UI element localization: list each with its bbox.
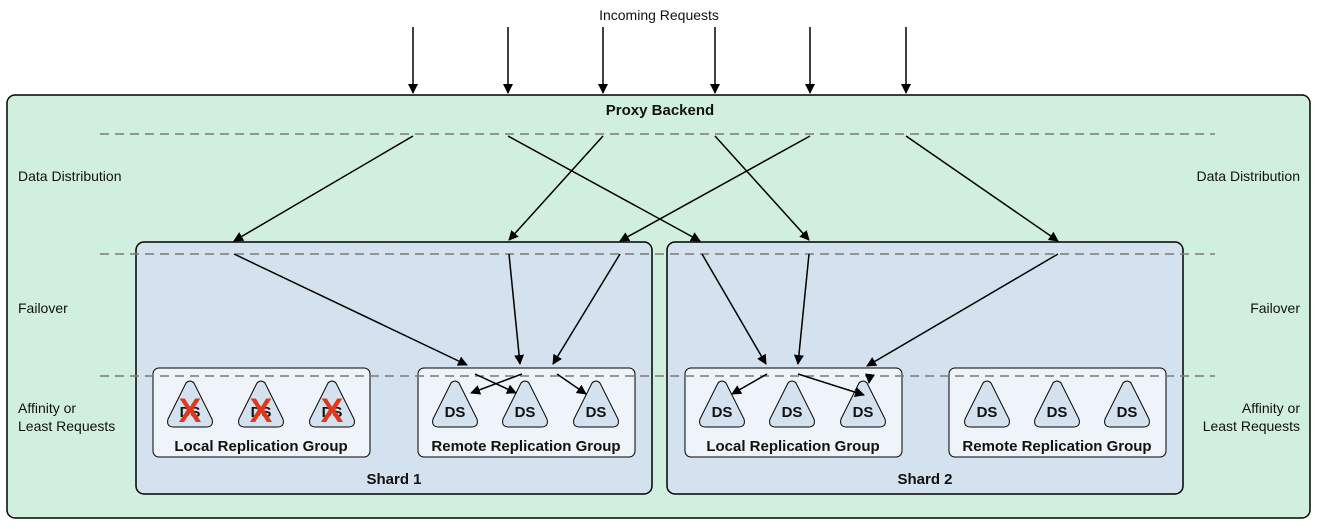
right-affinity-label-2: Least Requests [1203,418,1300,434]
failed-mark-icon: X [179,392,202,430]
shard-2-remote-ds-2: DS [1034,380,1080,428]
shard-2-remote-group-label: Remote Replication Group [962,438,1151,455]
svg-text:DS: DS [322,404,343,421]
svg-text:DS: DS [1047,404,1068,421]
right-affinity-label-1: Affinity or [1242,400,1300,416]
shard-2-local-ds-2: DS [769,380,815,428]
svg-text:DS: DS [586,404,607,421]
proxy-backend-title: Proxy Backend [606,102,714,119]
svg-text:DS: DS [1117,404,1138,421]
incoming-requests-label: Incoming Requests [599,7,719,23]
right-failover-label: Failover [1250,300,1300,316]
svg-text:DS: DS [251,404,272,421]
svg-text:DS: DS [445,404,466,421]
svg-text:DS: DS [782,404,803,421]
svg-text:DS: DS [977,404,998,421]
shard-1-remote-ds-3: DS [573,380,619,428]
left-affinity-label-2: Least Requests [18,418,115,434]
shard-2-local-ds-3: DS [840,380,886,428]
left-failover-label: Failover [18,300,68,316]
shard-1-local-ds-1: DS X [167,380,213,430]
svg-text:DS: DS [515,404,536,421]
affinity-arrows [470,373,875,398]
failover-arrows [233,253,1059,367]
shard-2-label: Shard 2 [897,471,952,488]
shard-1-local-ds-2: DS X [238,380,284,430]
shard-2-local-ds-1: DS [699,380,745,428]
shard-2-remote-ds-3: DS [1104,380,1150,428]
shard-1-label: Shard 1 [366,471,421,488]
incoming-request-arrows [408,27,911,94]
shard-1-local-ds-3: DS X [309,380,355,430]
left-affinity-label-1: Affinity or [18,400,76,416]
left-data-distribution-label: Data Distribution [18,168,122,184]
failed-mark-icon: X [321,392,344,430]
shard-1-remote-ds-2: DS [502,380,548,428]
failed-mark-icon: X [250,392,273,430]
svg-text:DS: DS [712,404,733,421]
svg-text:DS: DS [180,404,201,421]
shard-1-remote-ds-1: DS [432,380,478,428]
distribution-arrows [233,135,1059,242]
shard-2-remote-ds-1: DS [964,380,1010,428]
right-data-distribution-label: Data Distribution [1197,168,1301,184]
shard-1-local-group-label: Local Replication Group [174,438,347,455]
shard-2-local-group-label: Local Replication Group [706,438,879,455]
shard-1-remote-group-label: Remote Replication Group [431,438,620,455]
svg-text:DS: DS [853,404,874,421]
